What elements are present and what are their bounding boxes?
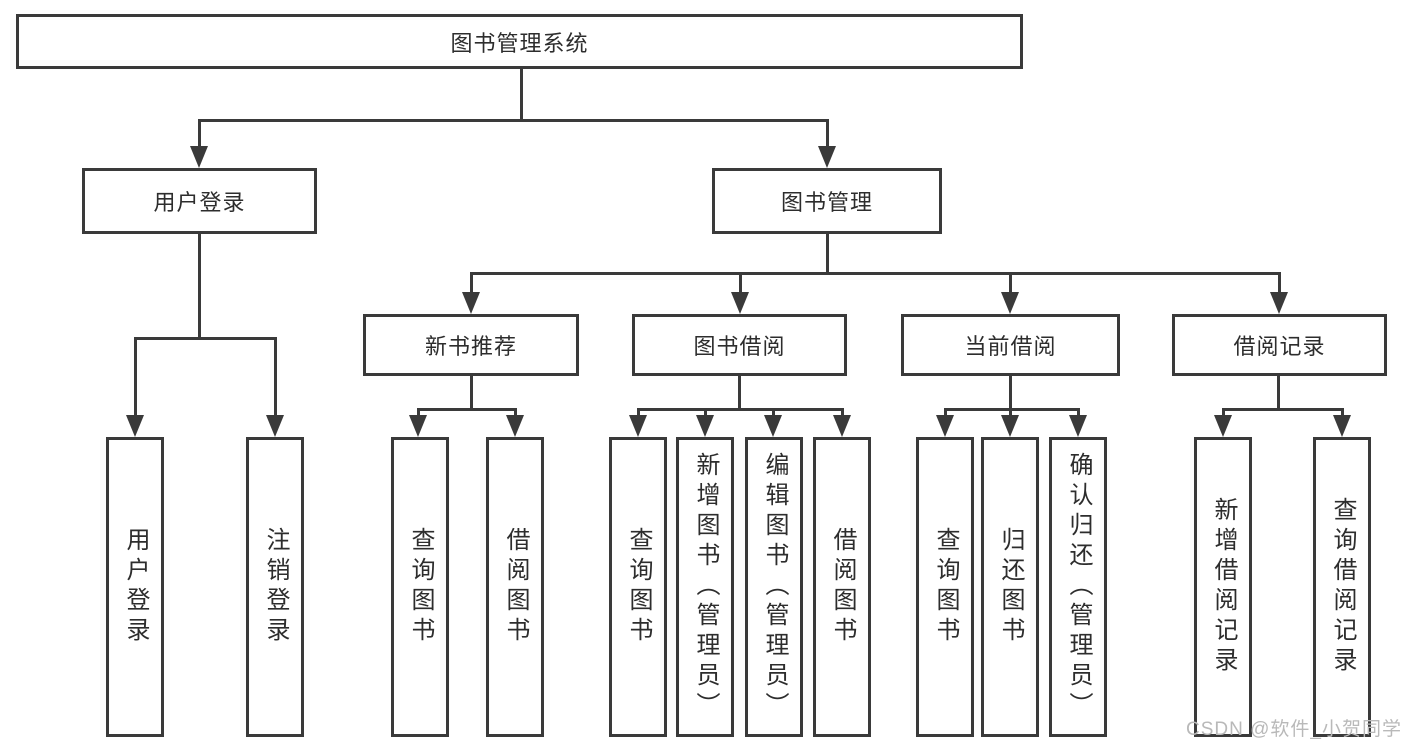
node-root-label: 图书管理系统 [450, 30, 589, 56]
arrow-down-icon [764, 415, 782, 437]
leaf-borrow-books-label: 借阅图书 [829, 527, 856, 647]
leaf-add-borrow-record: 新增借阅记录 [1194, 437, 1252, 737]
node-book-borrow: 图书借阅 [632, 314, 847, 376]
connector-vertical [841, 408, 844, 416]
connector-vertical [1222, 408, 1225, 416]
connector-horizontal [417, 408, 517, 411]
leaf-recommend-query-books-label: 查询图书 [407, 527, 434, 647]
leaf-recommend-query-books: 查询图书 [391, 437, 449, 737]
connector-vertical [1341, 408, 1344, 416]
connector-vertical [417, 408, 420, 416]
leaf-return-books: 归还图书 [981, 437, 1039, 737]
connector-vertical [470, 376, 473, 409]
connector-vertical [826, 234, 829, 275]
node-current-borrow: 当前借阅 [901, 314, 1120, 376]
leaf-confirm-return-admin-label: 确认归还（管理员） [1065, 452, 1092, 722]
node-borrow-record-label: 借阅记录 [1233, 334, 1326, 359]
connector-vertical [514, 408, 517, 416]
connector-vertical [134, 337, 137, 415]
connector-vertical [1009, 272, 1012, 292]
node-user-login-label: 用户登录 [153, 190, 246, 215]
arrow-down-icon [696, 415, 714, 437]
connector-horizontal [1222, 408, 1344, 411]
leaf-borrow-query-books: 查询图书 [609, 437, 667, 737]
arrow-down-icon [1069, 415, 1087, 437]
connector-vertical [1009, 376, 1012, 409]
leaf-edit-books-admin: 编辑图书（管理员） [745, 437, 803, 737]
connector-vertical [1278, 272, 1281, 292]
arrow-down-icon [409, 415, 427, 437]
connector-vertical [1277, 376, 1280, 409]
leaf-return-books-label: 归还图书 [997, 527, 1024, 647]
connector-vertical [470, 272, 473, 292]
leaf-query-borrow-record: 查询借阅记录 [1313, 437, 1371, 737]
leaf-logout-login: 注销登录 [246, 437, 304, 737]
arrow-down-icon [190, 146, 208, 168]
leaf-user-login-label: 用户登录 [122, 527, 149, 647]
node-root: 图书管理系统 [16, 14, 1023, 69]
arrow-down-icon [1333, 415, 1351, 437]
node-book-management-label: 图书管理 [780, 190, 873, 215]
connector-vertical [1009, 408, 1012, 416]
connector-vertical [704, 408, 707, 416]
leaf-add-books-admin: 新增图书（管理员） [676, 437, 734, 737]
leaf-user-login: 用户登录 [106, 437, 164, 737]
arrow-down-icon [629, 415, 647, 437]
connector-horizontal [198, 119, 829, 122]
arrow-down-icon [1001, 415, 1019, 437]
connector-vertical [520, 69, 523, 119]
leaf-add-borrow-record-label: 新增借阅记录 [1210, 497, 1237, 677]
arrow-down-icon [462, 292, 480, 314]
leaf-recommend-borrow-books-label: 借阅图书 [502, 527, 529, 647]
arrow-down-icon [833, 415, 851, 437]
connector-horizontal [470, 272, 1281, 275]
leaf-current-query-books-label: 查询图书 [932, 527, 959, 647]
leaf-borrow-books: 借阅图书 [813, 437, 871, 737]
connector-vertical [198, 234, 201, 338]
connector-vertical [826, 119, 829, 146]
arrow-down-icon [506, 415, 524, 437]
connector-vertical [1077, 408, 1080, 416]
connector-horizontal [134, 337, 277, 340]
leaf-edit-books-admin-label: 编辑图书（管理员） [761, 452, 788, 722]
node-borrow-record: 借阅记录 [1172, 314, 1387, 376]
arrow-down-icon [126, 415, 144, 437]
connector-vertical [637, 408, 640, 416]
node-user-login: 用户登录 [82, 168, 317, 234]
arrow-down-icon [731, 292, 749, 314]
node-current-borrow-label: 当前借阅 [964, 334, 1057, 359]
leaf-add-books-admin-label: 新增图书（管理员） [692, 452, 719, 722]
connector-horizontal [944, 408, 1080, 411]
leaf-logout-login-label: 注销登录 [262, 527, 289, 647]
node-new-book-recommend: 新书推荐 [363, 314, 579, 376]
leaf-current-query-books: 查询图书 [916, 437, 974, 737]
arrow-down-icon [936, 415, 954, 437]
arrow-down-icon [1001, 292, 1019, 314]
leaf-confirm-return-admin: 确认归还（管理员） [1049, 437, 1107, 737]
watermark: CSDN @软件_小贺同学 [1186, 719, 1402, 740]
node-new-book-recommend-label: 新书推荐 [424, 334, 517, 359]
arrow-down-icon [266, 415, 284, 437]
leaf-query-borrow-record-label: 查询借阅记录 [1329, 497, 1356, 677]
leaf-recommend-borrow-books: 借阅图书 [486, 437, 544, 737]
connector-vertical [738, 376, 741, 409]
node-book-management: 图书管理 [712, 168, 942, 234]
connector-horizontal [637, 408, 844, 411]
leaf-borrow-query-books-label: 查询图书 [625, 527, 652, 647]
connector-vertical [198, 119, 201, 146]
arrow-down-icon [1270, 292, 1288, 314]
connector-vertical [772, 408, 775, 416]
arrow-down-icon [818, 146, 836, 168]
connector-vertical [944, 408, 947, 416]
node-book-borrow-label: 图书借阅 [693, 334, 786, 359]
connector-vertical [739, 272, 742, 292]
connector-vertical [274, 337, 277, 415]
arrow-down-icon [1214, 415, 1232, 437]
